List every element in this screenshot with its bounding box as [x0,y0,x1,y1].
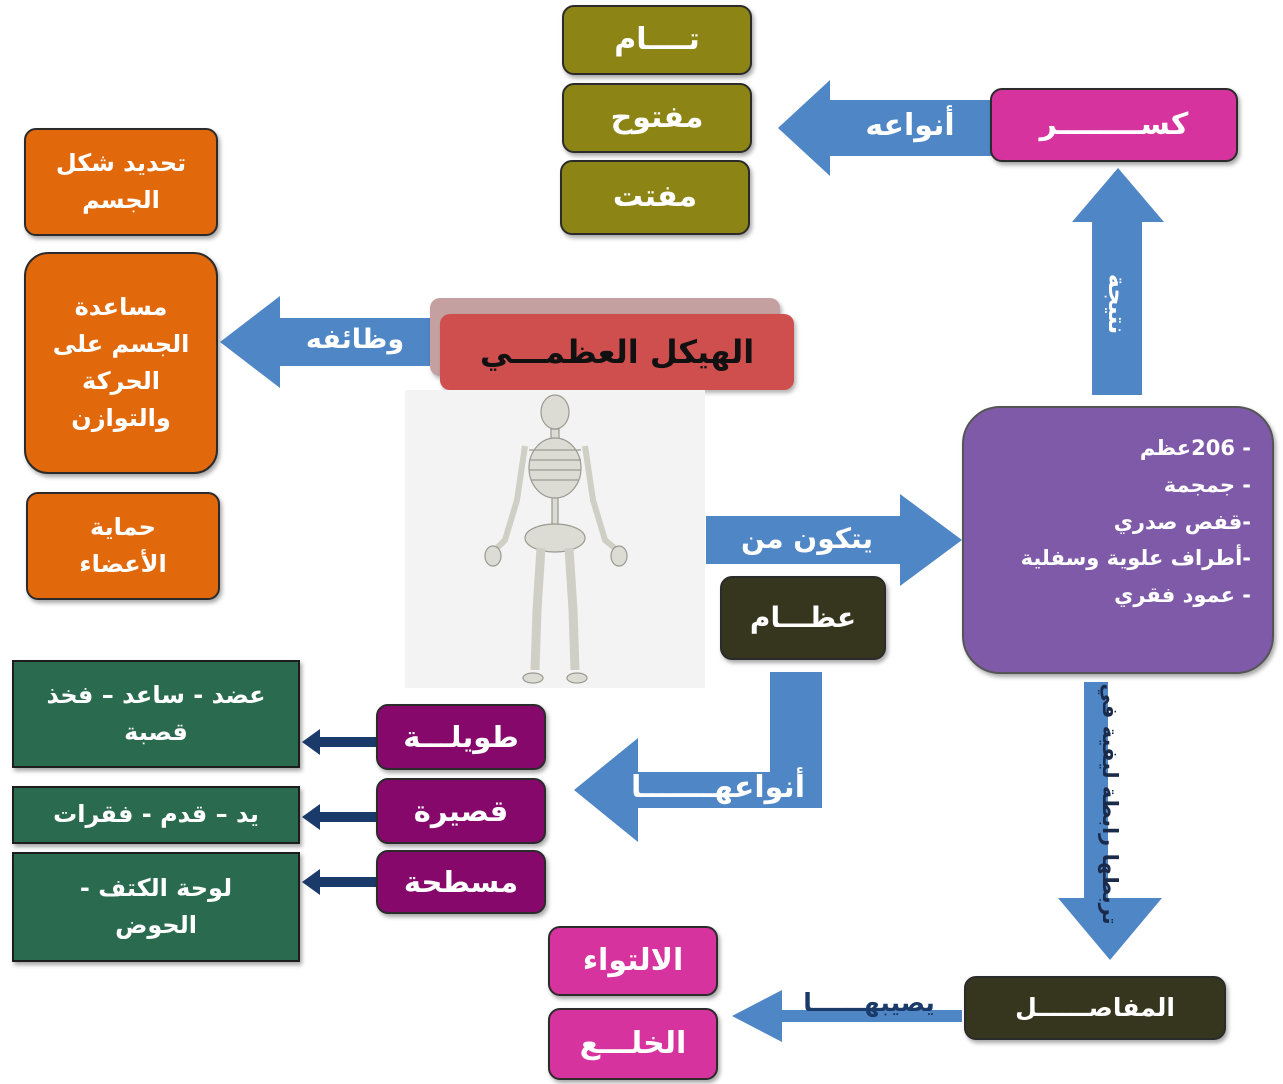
bone-types-label: أنواعهـــــــا [631,770,805,805]
examples-long: عضد - ساعد – فخذ قصبة [12,660,300,768]
joints-affects-label: يصيبهــــــا [803,988,935,1017]
condition-sprain: الالتواء [548,926,718,996]
function-line: الجسم [82,186,160,214]
example-line: قصبة [124,718,188,746]
bones-label: عظـــام [749,601,857,635]
condition-label: الالتواء [582,942,684,978]
cause-label: نتيجة [1103,273,1131,335]
function-movement: مساعدة الجسم على الحركة والتوازن [24,252,218,474]
function-line: الجسم على [52,329,190,358]
arrow-long-examples [302,729,378,755]
bone-type-label: طويلـــة [403,719,519,754]
bone-type-label: قصيرة [413,793,509,828]
fracture-type-label: تــــام [614,21,700,57]
composed-of-label: يتكون من [741,522,873,555]
fracture-type-comminuted: مفتت [560,160,750,235]
condition-dislocation: الخلـــع [548,1008,718,1080]
example-line: يد – قدم - فقرات [53,800,259,829]
bone-type-flat: مسطحة [376,850,546,914]
composition-item: - 206عظم [1139,436,1251,460]
example-line: الحوض [115,911,197,939]
examples-short: يد – قدم - فقرات [12,786,300,844]
composition-item: -قفص صدري [1113,509,1251,534]
function-line: تحديد شكل [55,148,187,177]
function-protection: حماية الأعضاء [26,492,220,600]
skeleton-icon [484,394,628,684]
fracture-type-label: مفتت [612,179,698,215]
arrow-bone-types [574,672,822,842]
composition-item: - جمجمة [1163,472,1251,497]
composition-item: -أطراف علوية وسفلية [1020,546,1251,571]
arrow-functions [220,296,435,388]
composition-list: - 206عظم - جمجمة -قفص صدري -أطراف علوية … [965,430,1265,614]
function-line: الأعضاء [79,550,167,578]
functions-label: وظائفه [305,324,405,355]
fracture-type-open: مفتوح [562,83,752,153]
fracture-label: كســــــــر [1039,106,1189,142]
fracture-type-label: مفتوح [610,99,704,135]
example-line: عضد - ساعد – فخذ [46,680,266,709]
arrow-down-joints [1058,682,1162,960]
fracture-box: كســــــــر [990,88,1238,162]
example-line: لوحة الكتف - [79,873,233,902]
arrow-joints-affects [732,990,962,1042]
function-shape: تحديد شكل الجسم [24,128,218,236]
composition-item: - عمود فقري [1114,583,1251,607]
condition-label: الخلـــع [579,1025,687,1061]
arrow-composed-of [706,494,962,586]
examples-flat: لوحة الكتف - الحوض [12,852,300,962]
skeleton-image [405,390,705,688]
function-line: والتوازن [71,404,171,433]
fracture-type-complete: تــــام [562,5,752,75]
diagram-title: الهيكل العظمـــي [440,314,794,390]
arrow-fracture-types [778,80,992,176]
arrow-up-result [1072,168,1164,395]
joints-label: المفاصــــــل [1015,992,1175,1022]
arrow-short-examples [302,804,378,830]
fracture-types-label: أنواعه [865,108,955,143]
function-line: الحركة [82,367,160,395]
bone-type-label: مسطحة [403,864,519,899]
composition-box [962,406,1274,674]
joints-box: المفاصــــــل [964,976,1226,1040]
bones-box: عظـــام [720,576,886,660]
arrow-flat-examples [302,869,378,895]
joint-link-label: تربطها رابطة ليفية في [1098,683,1122,925]
function-line: مساعدة [74,292,168,321]
bone-type-short: قصيرة [376,778,546,844]
function-line: حماية [90,512,156,541]
bone-type-long: طويلـــة [376,704,546,770]
